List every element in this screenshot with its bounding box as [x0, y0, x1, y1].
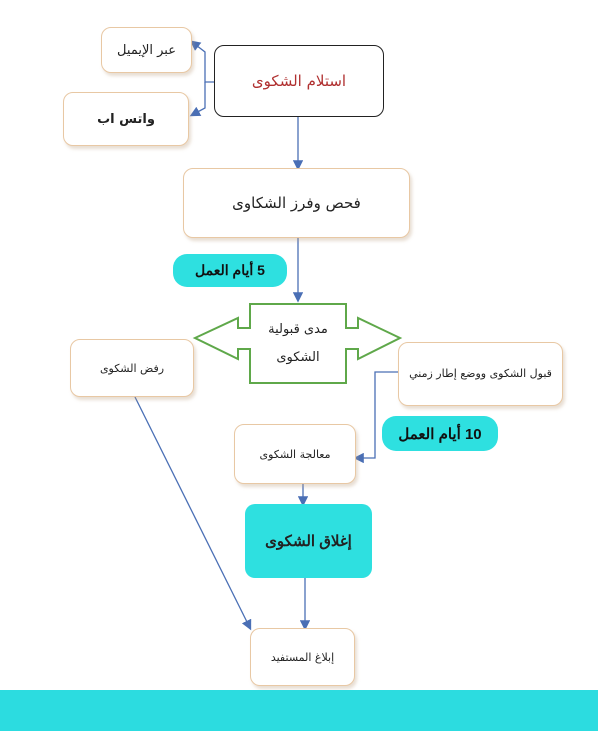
node-via-email: عبر الإيميل — [101, 27, 192, 73]
node-accept-complaint: قبول الشكوى ووضع إطار زمني — [398, 342, 563, 406]
node-receive-complaint: استلام الشكوى — [214, 45, 384, 117]
badge-ten-work-days-label: 10 أيام العمل — [398, 425, 482, 443]
node-acceptability-label-2: الشكوى — [276, 349, 320, 365]
node-close-complaint: إغلاق الشكوى — [245, 504, 372, 578]
node-reject-complaint-label: رفض الشكوى — [99, 361, 165, 375]
badge-five-work-days: 5 أيام العمل — [173, 254, 287, 287]
node-reject-complaint: رفض الشكوى — [70, 339, 194, 397]
node-notify-beneficiary-label: إبلاغ المستفيد — [270, 650, 335, 664]
node-acceptability-label-1: مدى قبولية — [268, 321, 328, 337]
connector-accept-process — [353, 371, 398, 464]
node-notify-beneficiary: إبلاغ المستفيد — [250, 628, 355, 686]
node-whatsapp: واتس اب — [63, 92, 189, 146]
badge-five-work-days-label: 5 أيام العمل — [195, 262, 265, 278]
node-whatsapp-label: واتس اب — [97, 111, 155, 127]
connector-receive-whatsapp — [189, 82, 206, 117]
node-receive-complaint-label: استلام الشكوى — [251, 72, 347, 90]
node-sort-complaints-label: فحص وفرز الشكاوى — [232, 194, 361, 212]
connector-receive-channels — [189, 40, 214, 83]
acceptability-double-arrow — [192, 303, 403, 384]
badge-ten-work-days: 10 أيام العمل — [382, 416, 498, 451]
node-process-complaint: معالجة الشكوى — [234, 424, 356, 484]
footer-bar — [0, 690, 598, 731]
node-process-complaint-label: معالجة الشكوى — [259, 447, 331, 461]
node-accept-complaint-label: قبول الشكوى ووضع إطار زمني — [409, 367, 552, 380]
node-sort-complaints: فحص وفرز الشكاوى — [183, 168, 410, 238]
node-via-email-label: عبر الإيميل — [117, 42, 176, 58]
node-acceptability: مدى قبولية الشكوى — [250, 304, 346, 383]
node-close-complaint-label: إغلاق الشكوى — [265, 533, 352, 550]
connector-reject-notify — [134, 396, 252, 631]
